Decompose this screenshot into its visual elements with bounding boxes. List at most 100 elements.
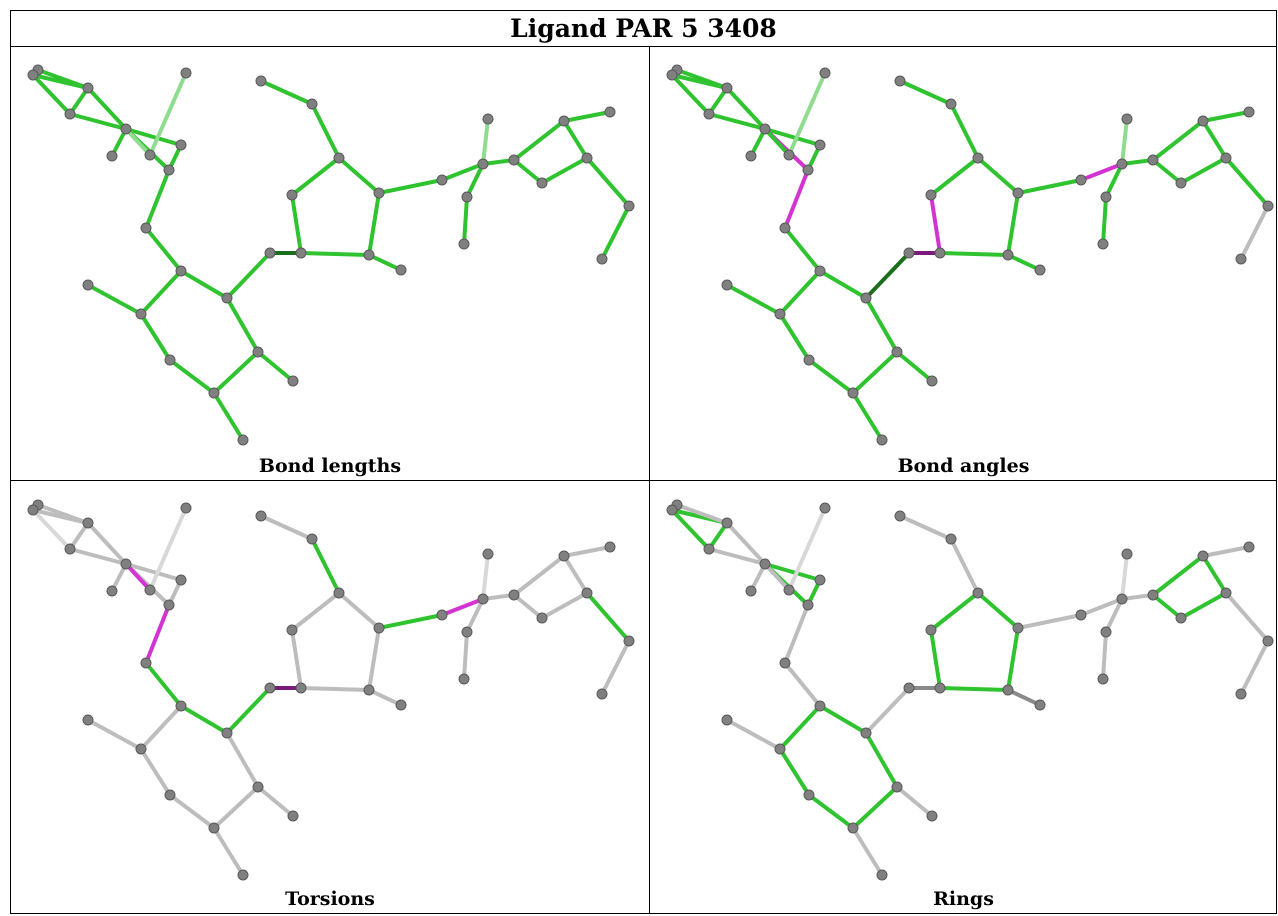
bond bbox=[259, 514, 314, 541]
bond bbox=[864, 686, 911, 735]
bond bbox=[36, 68, 90, 90]
bond bbox=[898, 514, 953, 541]
atom bbox=[163, 164, 175, 176]
atom bbox=[934, 247, 946, 259]
bond bbox=[86, 521, 128, 566]
atom bbox=[783, 149, 795, 161]
bond bbox=[1151, 554, 1205, 597]
bond bbox=[367, 191, 381, 257]
atom bbox=[581, 152, 593, 164]
bond bbox=[707, 112, 767, 131]
atom bbox=[436, 174, 448, 186]
bond bbox=[462, 630, 469, 681]
bond bbox=[144, 661, 183, 708]
atom bbox=[774, 308, 786, 320]
atom bbox=[894, 510, 906, 522]
atom bbox=[264, 682, 276, 694]
atom bbox=[891, 781, 903, 793]
bond bbox=[898, 79, 953, 106]
bond bbox=[1224, 156, 1270, 208]
atom bbox=[759, 558, 771, 570]
bond bbox=[179, 269, 229, 300]
bond bbox=[1006, 191, 1020, 257]
bond bbox=[562, 545, 612, 558]
atom bbox=[175, 139, 187, 151]
bond bbox=[1151, 593, 1183, 620]
atom bbox=[295, 247, 307, 259]
bond bbox=[929, 156, 980, 197]
atom bbox=[221, 292, 233, 304]
atom bbox=[140, 657, 152, 669]
atom bbox=[721, 517, 733, 529]
bond bbox=[540, 591, 589, 620]
atom bbox=[1002, 249, 1014, 261]
atom bbox=[164, 354, 176, 366]
atom bbox=[1034, 699, 1046, 711]
bond bbox=[938, 251, 1010, 257]
atom bbox=[903, 682, 915, 694]
bond bbox=[1101, 630, 1108, 681]
bond bbox=[144, 168, 171, 230]
bond bbox=[139, 269, 183, 316]
atom bbox=[666, 504, 678, 516]
atom bbox=[461, 626, 473, 638]
bond bbox=[440, 597, 485, 617]
molecule-bond-lengths-image bbox=[27, 64, 635, 446]
bond bbox=[938, 686, 1010, 692]
panel-caption: Bond lengths bbox=[258, 455, 402, 477]
atom bbox=[1100, 626, 1112, 638]
bond bbox=[1006, 688, 1042, 707]
bond bbox=[512, 158, 544, 185]
bond bbox=[310, 102, 341, 160]
bond bbox=[139, 312, 172, 362]
atom bbox=[926, 375, 938, 387]
bond bbox=[929, 591, 980, 632]
atom bbox=[1235, 688, 1247, 700]
bond bbox=[179, 704, 229, 735]
bond bbox=[929, 628, 942, 690]
bond bbox=[562, 554, 589, 595]
atom bbox=[1121, 548, 1133, 560]
bond bbox=[481, 117, 490, 166]
atom bbox=[363, 684, 375, 696]
atom bbox=[458, 238, 470, 250]
atom bbox=[891, 346, 903, 358]
bond bbox=[1104, 162, 1124, 199]
bond bbox=[144, 603, 171, 665]
bond bbox=[670, 508, 711, 551]
bond bbox=[783, 661, 822, 708]
bond bbox=[851, 785, 899, 830]
bond bbox=[124, 127, 183, 147]
atom bbox=[926, 810, 938, 822]
atom bbox=[27, 69, 39, 81]
atom bbox=[144, 584, 156, 596]
atom bbox=[120, 558, 132, 570]
bond bbox=[377, 178, 444, 195]
bond bbox=[1016, 178, 1083, 195]
bond bbox=[864, 251, 911, 300]
atom bbox=[82, 517, 94, 529]
atom bbox=[120, 123, 132, 135]
bond bbox=[1201, 554, 1228, 595]
bond bbox=[1101, 195, 1108, 246]
bond bbox=[299, 251, 371, 257]
bond bbox=[212, 826, 245, 877]
atom bbox=[536, 612, 548, 624]
bond bbox=[377, 613, 444, 630]
bond bbox=[851, 391, 884, 442]
atom bbox=[945, 533, 957, 545]
atom bbox=[945, 98, 957, 110]
bond bbox=[1179, 591, 1228, 620]
bond bbox=[124, 127, 152, 157]
atom bbox=[106, 150, 118, 162]
atom bbox=[208, 387, 220, 399]
bond bbox=[540, 156, 589, 185]
atom bbox=[779, 657, 791, 669]
atom bbox=[860, 727, 872, 739]
atom bbox=[903, 247, 915, 259]
atom bbox=[1220, 152, 1232, 164]
atom bbox=[972, 587, 984, 599]
panel-caption: Rings bbox=[933, 888, 994, 910]
bond bbox=[465, 162, 485, 199]
atom bbox=[477, 158, 489, 170]
